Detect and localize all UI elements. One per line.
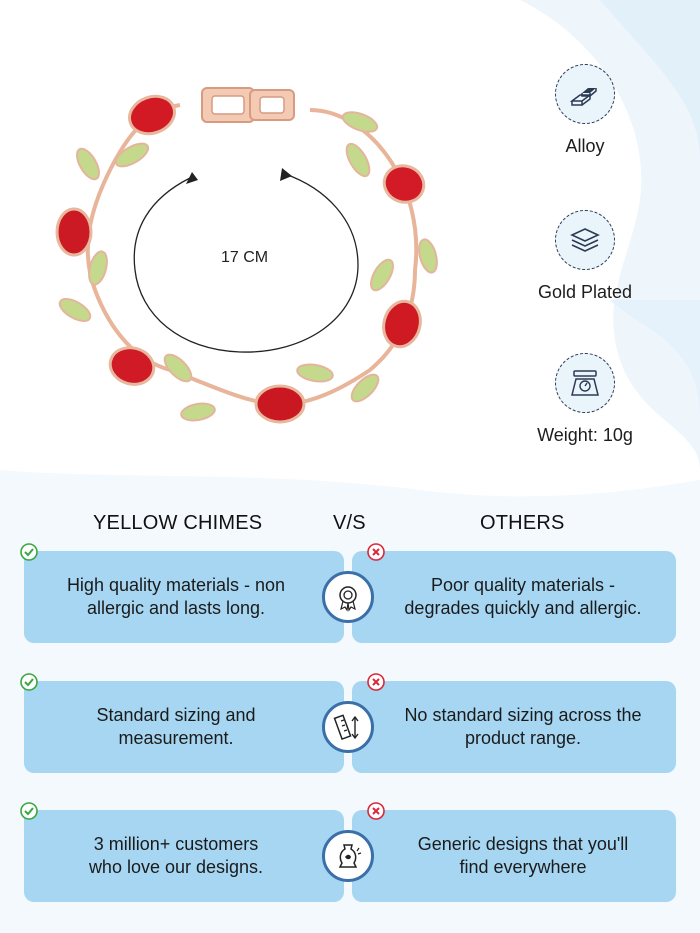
red-gems — [55, 94, 426, 424]
ruler-measure-icon — [322, 701, 374, 753]
brand-text-line: measurement. — [118, 728, 234, 748]
clasp — [201, 87, 295, 123]
others-text-line: find everywhere — [459, 857, 587, 877]
others-card: No standard sizing across the product ran… — [352, 681, 676, 773]
others-card: Poor quality materials - degrades quickly… — [352, 551, 676, 643]
weighing-scale-icon — [555, 353, 615, 413]
vs-header: V/S — [333, 512, 366, 534]
feature-label: Weight: 10g — [537, 425, 633, 445]
others-header: OTHERS — [480, 512, 565, 534]
others-text-line: product range. — [464, 728, 582, 748]
check-icon — [20, 673, 38, 691]
quality-badge-icon — [322, 571, 374, 623]
others-text-line: No standard sizing across the — [404, 705, 642, 725]
feature-weight: Weight: 10g — [520, 353, 650, 446]
alloy-bars-icon — [555, 64, 615, 124]
green-leaves — [58, 111, 438, 422]
check-icon — [20, 802, 38, 820]
others-text-line: Generic designs that you'll — [417, 834, 629, 854]
brand-text-line: allergic and lasts long. — [86, 598, 266, 618]
brand-text-line: 3 million+ customers — [93, 834, 259, 854]
layers-icon — [555, 210, 615, 270]
others-text-line: degrades quickly and allergic. — [404, 598, 642, 618]
feature-gold-plated: Gold Plated — [520, 210, 650, 303]
brand-card: High quality materials - non allergic and… — [24, 551, 344, 643]
feature-alloy: Alloy — [520, 64, 650, 157]
bracelet-image — [55, 87, 438, 424]
others-text-line: Poor quality materials - — [430, 575, 616, 595]
measurement-circle — [133, 168, 359, 353]
design-vase-icon — [322, 830, 374, 882]
measurement-label: 17 CM — [221, 249, 269, 266]
brand-text-line: High quality materials - non — [66, 575, 286, 595]
comparison-row: 3 million+ customers who love our designs… — [0, 802, 700, 906]
brand-card: Standard sizing and measurement. — [24, 681, 344, 773]
feature-label: Gold Plated — [537, 282, 633, 302]
comparison-row: Standard sizing and measurement. No stand… — [0, 673, 700, 777]
others-card: Generic designs that you'll find everywhe… — [352, 810, 676, 902]
comparison-row: High quality materials - non allergic and… — [0, 543, 700, 647]
feature-label: Alloy — [565, 136, 605, 156]
cross-icon — [367, 802, 385, 820]
brand-text-line: who love our designs. — [88, 857, 264, 877]
brand-card: 3 million+ customers who love our designs… — [24, 810, 344, 902]
cross-icon — [367, 543, 385, 561]
brand-header: YELLOW CHIMES — [93, 512, 263, 534]
check-icon — [20, 543, 38, 561]
brand-text-line: Standard sizing and — [96, 705, 256, 725]
cross-icon — [367, 673, 385, 691]
